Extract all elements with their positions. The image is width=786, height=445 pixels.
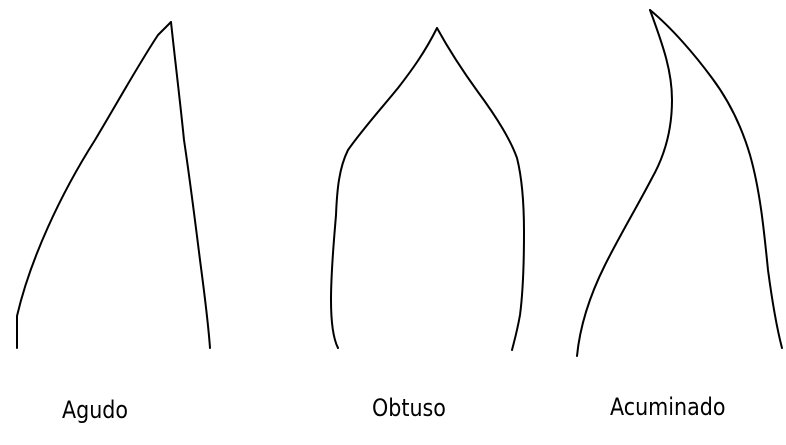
caption-acuminado: Acuminado: [610, 393, 725, 421]
obtuso-left-edge: [331, 28, 437, 348]
caption-obtuso: Obtuso: [372, 394, 446, 422]
acuminado-outline: [577, 10, 782, 356]
agudo-right-edge: [171, 22, 210, 348]
caption-agudo: Agudo: [62, 396, 128, 424]
agudo-outline: [17, 22, 210, 348]
obtuso-outline: [331, 28, 524, 350]
acuminado-right-edge: [650, 10, 782, 348]
obtuso-right-edge: [437, 28, 524, 350]
acuminado-left-edge: [577, 10, 672, 356]
agudo-left-edge: [17, 22, 171, 348]
